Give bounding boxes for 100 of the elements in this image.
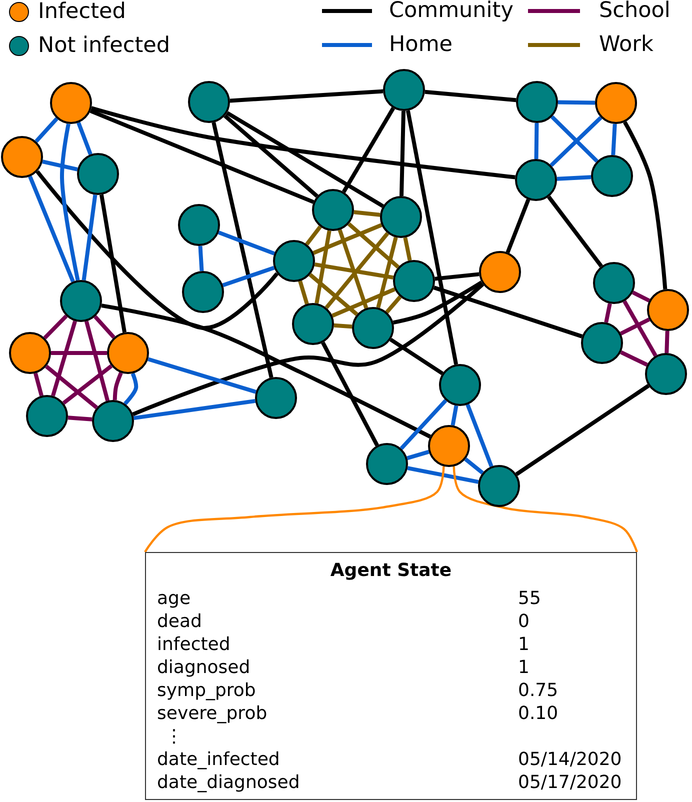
attribute-value: 0.75 <box>518 678 558 702</box>
agent-circle <box>595 82 637 124</box>
link-line <box>464 458 484 474</box>
link-line <box>226 111 384 208</box>
agent-circle <box>366 443 408 485</box>
agent-circle <box>516 81 558 123</box>
attribute-value: 0.10 <box>518 702 558 725</box>
link-line <box>84 320 110 402</box>
link-line <box>424 90 516 102</box>
legend-label: Not infected <box>38 33 170 59</box>
panel-title: Agent State <box>329 559 453 582</box>
agent-circle <box>188 81 230 123</box>
link-line <box>312 223 382 255</box>
link-line <box>224 114 318 198</box>
link-line <box>558 100 596 105</box>
agent-circle <box>182 271 224 313</box>
link-line <box>450 405 458 426</box>
attribute-value: 1 <box>518 656 530 679</box>
link-line <box>62 364 113 405</box>
attribute-name: symp_prob <box>157 678 256 702</box>
agent-circle <box>591 155 633 197</box>
link-line <box>321 342 379 446</box>
link-line <box>124 372 138 406</box>
vertical-ellipsis: ⋮ <box>165 725 183 748</box>
legend-label: Home <box>389 32 452 58</box>
link-line <box>664 330 670 354</box>
link-line <box>342 107 396 193</box>
attribute-name: age <box>157 586 191 610</box>
legend-label: Work <box>599 32 654 58</box>
link-line <box>51 351 107 355</box>
agent-circle <box>292 303 334 345</box>
attribute-value: 0 <box>518 610 530 633</box>
agent-state-panel <box>145 552 637 800</box>
link-line <box>42 160 78 172</box>
link-line <box>76 122 92 156</box>
agent-circle <box>439 364 481 406</box>
agent-circle <box>647 289 689 331</box>
link-line <box>94 315 116 339</box>
link-line <box>434 272 480 281</box>
link-line <box>400 399 448 450</box>
agent-circle <box>352 307 394 349</box>
agent-circle <box>9 332 51 374</box>
link-line <box>82 194 98 280</box>
link-line <box>604 303 612 323</box>
link-line <box>632 290 650 302</box>
link-line <box>308 273 358 316</box>
link-line <box>332 287 396 318</box>
link-line <box>385 296 402 314</box>
attribute-name: infected <box>157 632 230 656</box>
link-line <box>376 236 398 308</box>
link-line <box>547 196 603 268</box>
agent-circle <box>26 395 68 437</box>
agent-circle <box>478 465 520 507</box>
link-line <box>515 384 650 476</box>
link-line <box>407 466 479 484</box>
link-line <box>34 372 44 396</box>
link-line <box>60 123 80 281</box>
agent-circle <box>479 251 521 293</box>
link-line <box>611 124 617 156</box>
legend-label: School <box>599 0 670 24</box>
legend-label: Community <box>389 0 514 24</box>
link-line <box>148 357 256 394</box>
agent-circle <box>515 159 557 201</box>
link-line <box>347 222 400 269</box>
agent-circle <box>50 82 92 124</box>
link-line <box>212 122 274 378</box>
link-line <box>134 398 256 420</box>
link-line <box>433 286 583 338</box>
link-line <box>132 282 484 416</box>
link-line <box>298 280 309 304</box>
link-line <box>43 314 68 340</box>
link-line <box>406 110 458 365</box>
attribute-name: severe_prob <box>157 702 268 725</box>
link-line <box>324 232 390 310</box>
link-line <box>406 450 430 460</box>
link-line <box>466 404 494 468</box>
link-line <box>622 300 658 357</box>
attribute-value: 55 <box>518 586 541 610</box>
link-line <box>68 416 92 422</box>
link-line <box>534 122 539 160</box>
attribute-value: 1 <box>518 632 530 656</box>
agent-circle <box>645 353 687 395</box>
link-line <box>218 230 276 256</box>
link-line <box>389 338 444 376</box>
link-line <box>36 170 279 330</box>
attribute-value: 05/14/2020 <box>518 748 622 772</box>
link-line <box>112 372 123 400</box>
link-line <box>620 318 650 336</box>
link-line <box>100 194 126 333</box>
link-line <box>44 364 98 410</box>
attribute-name: diagnosed <box>157 656 250 679</box>
legend-label: Infected <box>38 0 126 25</box>
link-line <box>90 109 314 204</box>
link-line <box>338 229 368 309</box>
agent-circle <box>107 332 149 374</box>
agent-circle <box>581 322 623 364</box>
link-line <box>101 304 432 438</box>
agent-circle <box>1 136 43 178</box>
agent-circle <box>380 196 422 238</box>
link-line <box>403 237 412 261</box>
